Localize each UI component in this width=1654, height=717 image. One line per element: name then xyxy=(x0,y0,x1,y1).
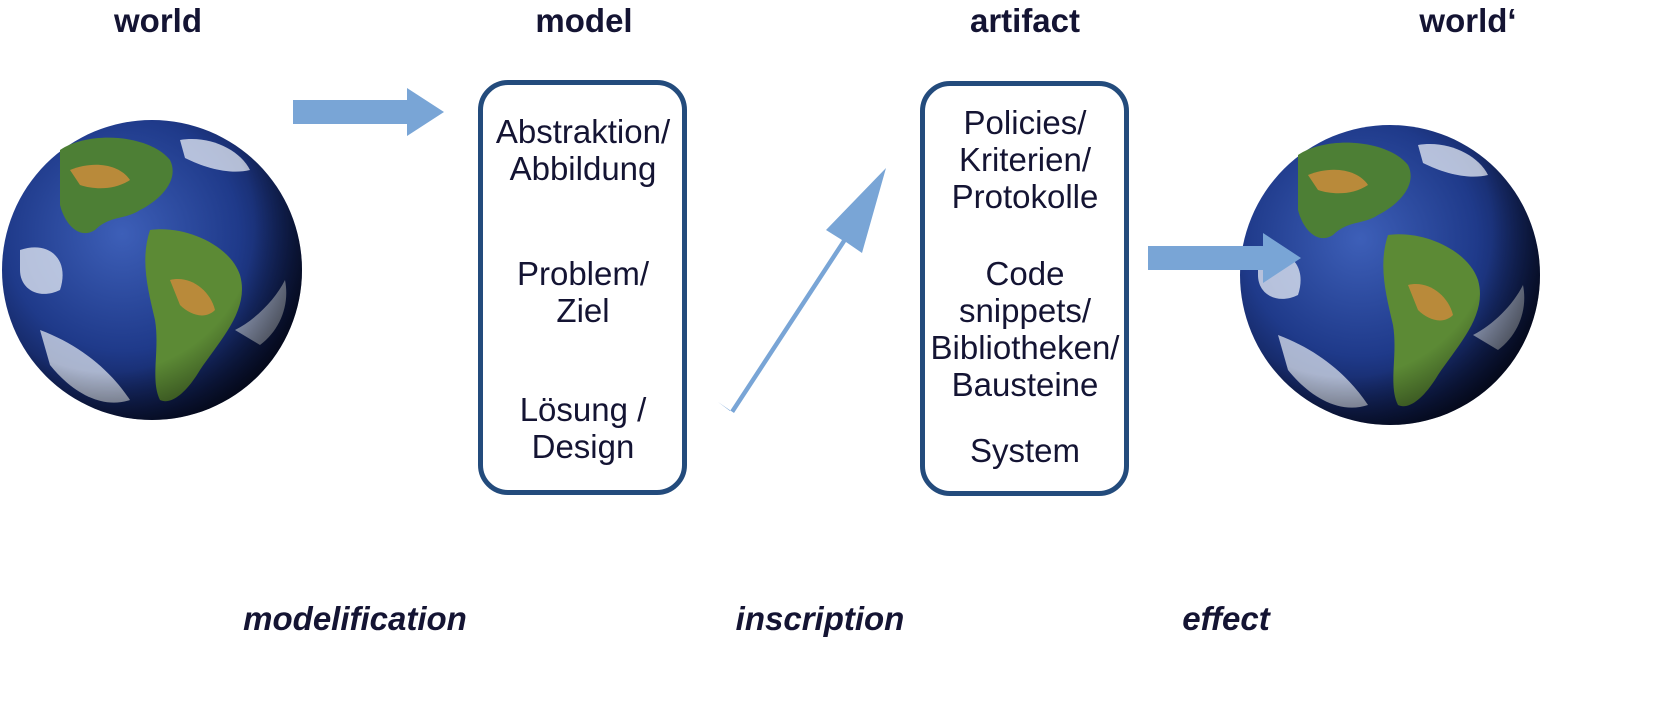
heading-model: model xyxy=(535,2,633,39)
model-item-loesung-line1: Lösung / xyxy=(519,391,647,428)
artifact-item-code: Code snippets/ Bibliotheken/ Bausteine xyxy=(895,255,1155,403)
artifact-item-code-line4: Bausteine xyxy=(951,366,1099,403)
artifact-item-code-line2: snippets/ xyxy=(958,292,1092,329)
model-item-abstraktion-line2: Abbildung xyxy=(509,150,657,187)
artifact-item-system: System xyxy=(895,432,1155,469)
model-item-loesung-line2: Design xyxy=(531,428,635,465)
heading-artifact: artifact xyxy=(969,2,1081,39)
model-item-problem: Problem/ Ziel xyxy=(453,255,713,329)
arrow-modelification-icon xyxy=(293,88,444,136)
artifact-box xyxy=(920,81,1129,496)
artifact-item-policies-line2: Kriterien/ xyxy=(958,141,1092,178)
earth-globe-right-icon xyxy=(1240,125,1540,425)
model-box xyxy=(478,80,687,495)
arrow-inscription-icon xyxy=(718,168,886,413)
artifact-item-policies-line3: Protokolle xyxy=(951,178,1099,215)
label-inscription: inscription xyxy=(735,600,905,637)
model-item-problem-line2: Ziel xyxy=(556,292,610,329)
label-effect: effect xyxy=(1182,600,1270,637)
artifact-item-code-line3: Bibliotheken/ xyxy=(930,329,1120,366)
model-item-loesung: Lösung / Design xyxy=(453,391,713,465)
artifact-item-policies: Policies/ Kriterien/ Protokolle xyxy=(895,104,1155,215)
model-item-abstraktion: Abstraktion/ Abbildung xyxy=(453,113,713,187)
label-modelification: modelification xyxy=(243,600,467,637)
heading-world: world xyxy=(114,2,202,39)
model-item-problem-line1: Problem/ xyxy=(516,255,650,292)
arrow-effect-icon xyxy=(1148,233,1301,283)
artifact-item-system-line1: System xyxy=(969,432,1081,469)
artifact-item-code-line1: Code xyxy=(985,255,1065,292)
heading-world-prime: world‘ xyxy=(1419,2,1517,39)
artifact-item-policies-line1: Policies/ xyxy=(963,104,1087,141)
model-item-abstraktion-line1: Abstraktion/ xyxy=(495,113,671,150)
earth-globe-left-icon xyxy=(2,120,302,420)
